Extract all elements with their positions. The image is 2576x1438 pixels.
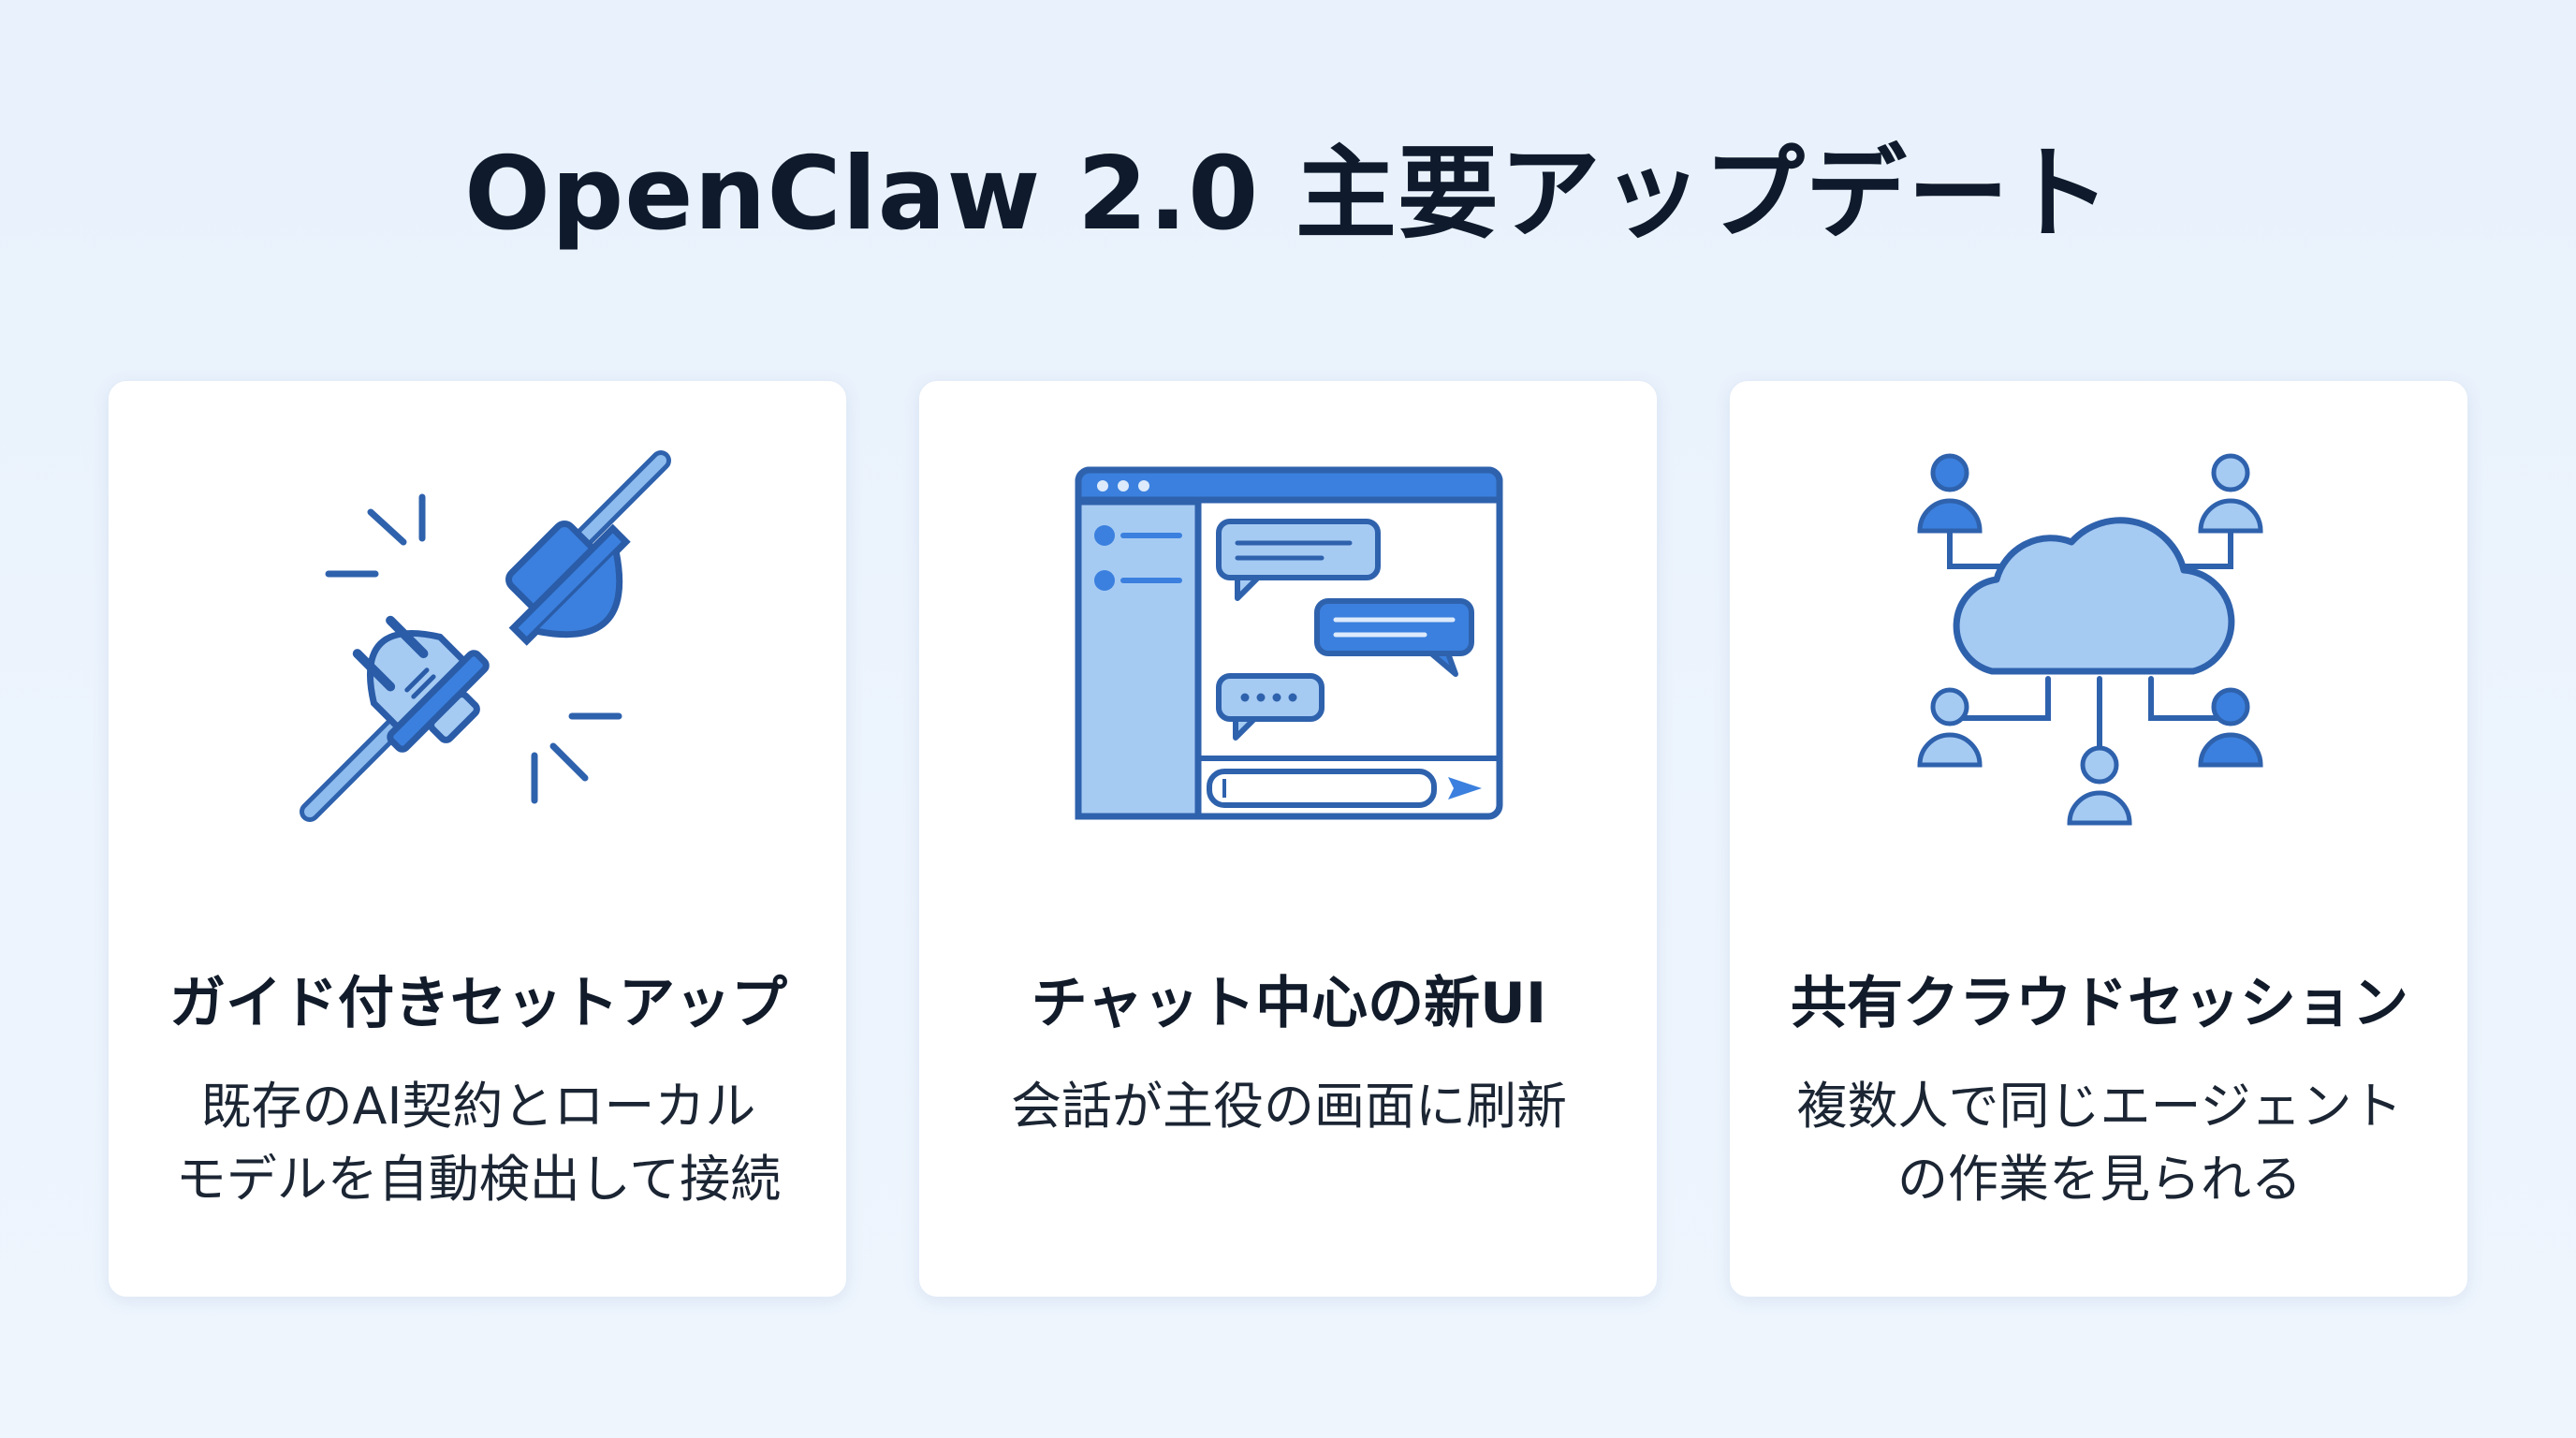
card-description-line: モデルを自動検出して接続 xyxy=(175,1150,782,1209)
card-description: 既存のAI契約とローカル モデルを自動検出して接続 xyxy=(146,1070,811,1216)
plug-connect-icon xyxy=(109,437,848,849)
card-title: 共有クラウドセッション xyxy=(1791,971,2408,1036)
card-description-line: の作業を見られる xyxy=(1897,1150,2302,1209)
card-description: 複数人で同じエージェント の作業を見られる xyxy=(1767,1070,2432,1216)
card-description-line: 複数人で同じエージェント xyxy=(1796,1077,2403,1136)
feature-card-setup: ガイド付きセットアップ 既存のAI契約とローカル モデルを自動検出して接続 xyxy=(108,380,847,1298)
cloud-users-icon xyxy=(1730,437,2469,849)
feature-card-chat: チャット中心の新UI 会話が主役の画面に刷新 xyxy=(918,380,1658,1298)
page-title: OpenClaw 2.0 主要アップデート xyxy=(464,136,2112,253)
card-description-line: 既存のAI契約とローカル xyxy=(200,1077,756,1136)
card-description-line: 会話が主役の画面に刷新 xyxy=(1011,1077,1567,1136)
card-title: ガイド付きセットアップ xyxy=(169,971,787,1036)
chat-window-icon xyxy=(919,437,1659,849)
feature-card-cloud: 共有クラウドセッション 複数人で同じエージェント の作業を見られる xyxy=(1729,380,2468,1298)
card-description: 会話が主役の画面に刷新 xyxy=(957,1070,1621,1143)
card-title: チャット中心の新UI xyxy=(1031,971,1547,1036)
